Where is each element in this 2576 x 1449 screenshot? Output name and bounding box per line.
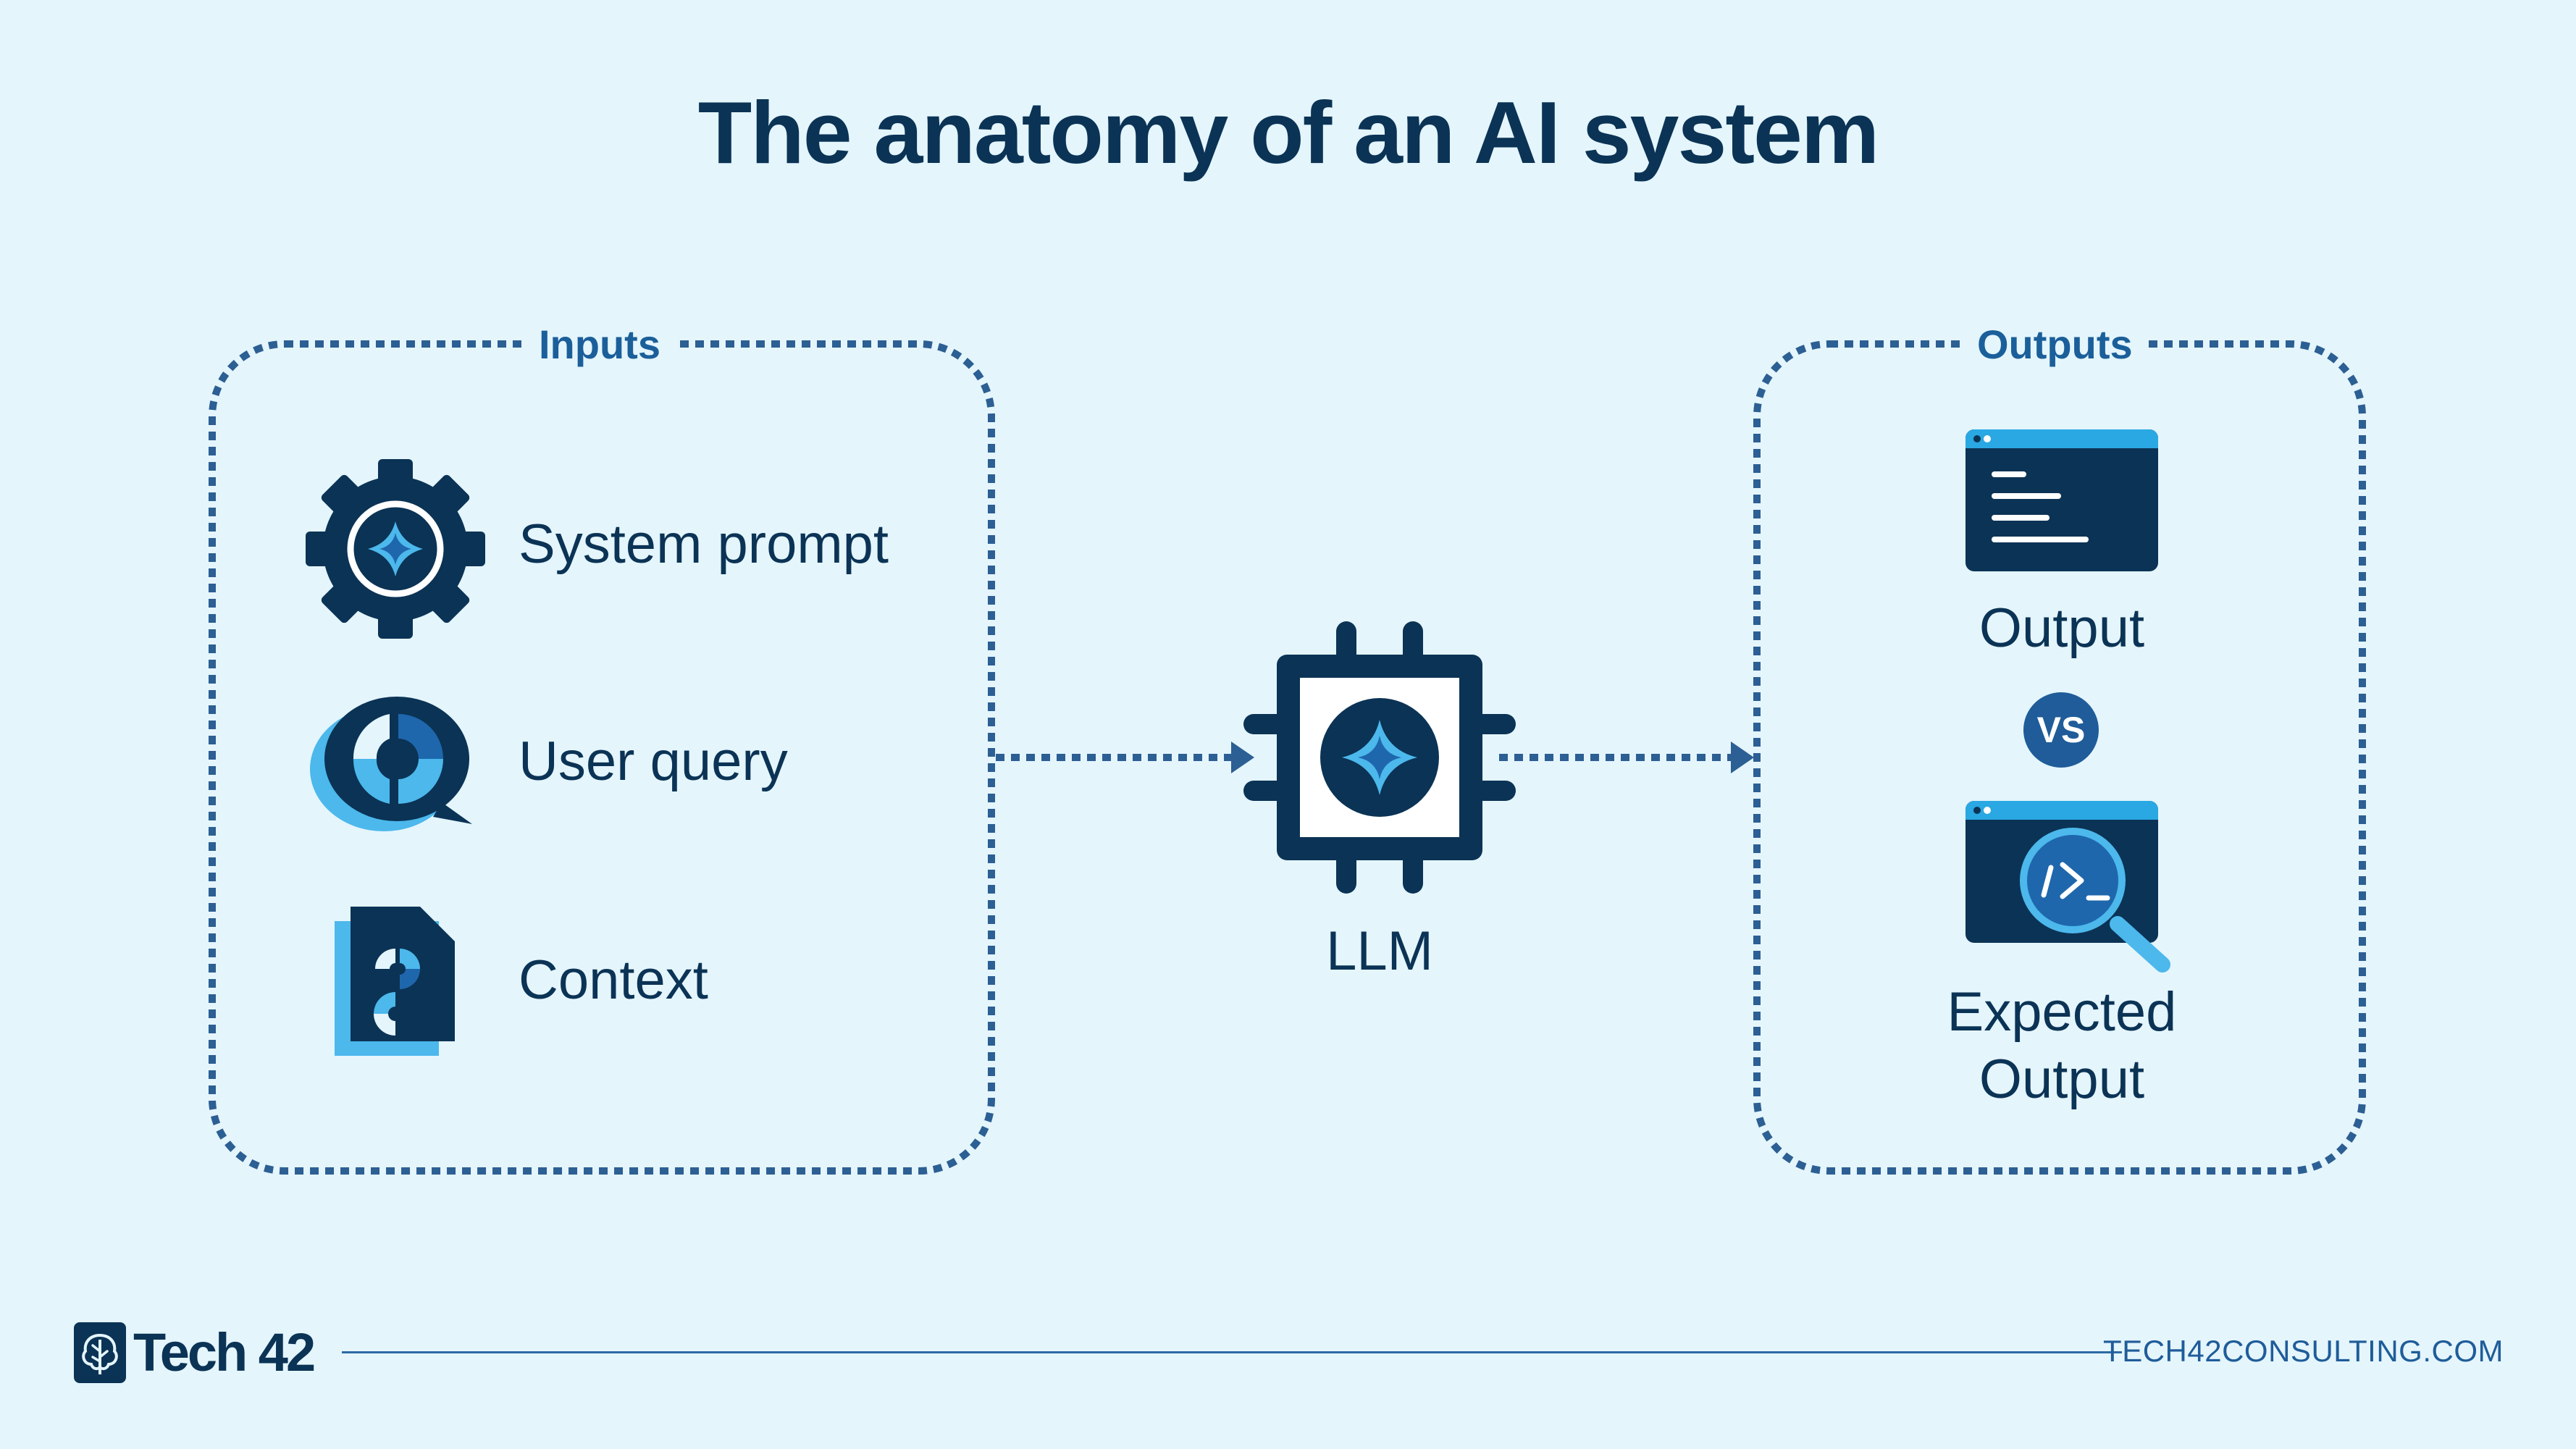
input-item-system-prompt: System prompt — [519, 513, 889, 575]
llm-label: LLM — [1326, 920, 1433, 982]
footer-divider — [342, 1351, 2122, 1353]
arrow-llm-to-outputs — [1499, 742, 1754, 773]
footer-website-link[interactable]: TECH42CONSULTING.COM — [2103, 1334, 2504, 1368]
output-label: Output — [1979, 597, 2145, 659]
document-icon — [335, 907, 455, 1056]
brand-logo: Tech 42 — [74, 1322, 316, 1383]
code-window-magnifier-icon — [1965, 801, 2170, 973]
vs-badge: VS — [2023, 692, 2099, 768]
gear-sparkle-icon — [306, 459, 485, 639]
input-item-user-query: User query — [519, 731, 788, 792]
brain-tree-icon — [74, 1322, 126, 1383]
expected-output-label-line2: Output — [1979, 1048, 2145, 1110]
page-title: The anatomy of an AI system — [697, 83, 1880, 182]
outputs-label: Outputs — [1961, 324, 2149, 365]
arrow-inputs-to-llm — [996, 742, 1254, 773]
terminal-window-icon — [1965, 429, 2158, 571]
chip-sparkle-icon — [1243, 621, 1516, 894]
chat-bubble-icon — [310, 697, 472, 831]
inputs-container — [209, 340, 995, 1175]
inputs-label: Inputs — [523, 324, 676, 365]
expected-output-label-line1: Expected — [1947, 981, 2177, 1043]
input-item-context: Context — [519, 949, 708, 1011]
expected-output-label: Expected Output — [1881, 979, 2243, 1113]
brand-name: Tech 42 — [133, 1322, 316, 1382]
